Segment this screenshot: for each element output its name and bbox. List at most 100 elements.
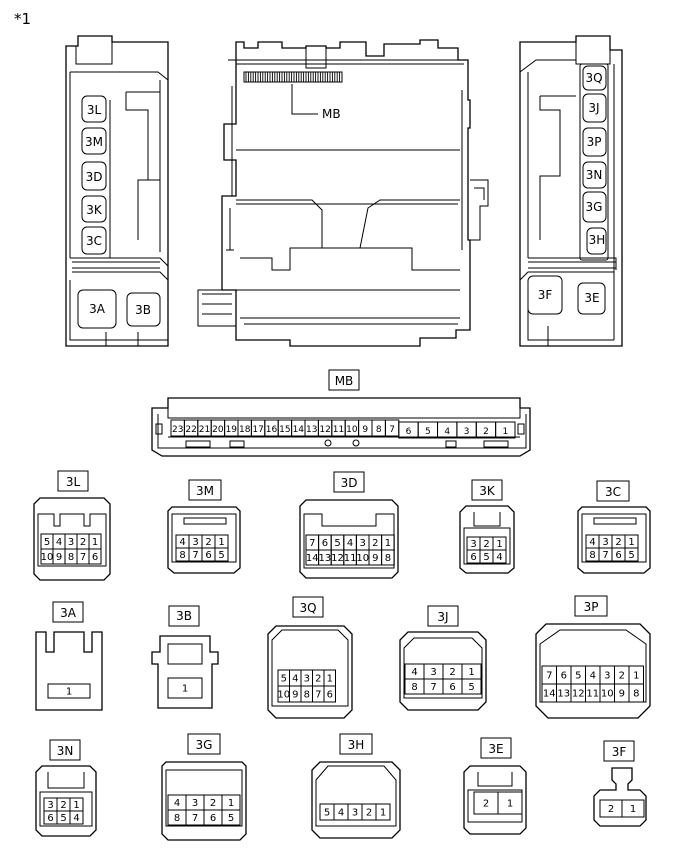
- left-unit-label-3C: 3C: [86, 234, 102, 248]
- pin-number: 3: [360, 538, 366, 549]
- pin-number: 8: [589, 550, 595, 561]
- pin-number: 9: [56, 552, 62, 563]
- pin-number: 10: [356, 553, 369, 564]
- connector-3B: 3B 1: [151, 605, 219, 709]
- pin-number: 1: [380, 808, 386, 819]
- mb-pin-number: 14: [293, 425, 305, 435]
- mb-pin-number: 17: [252, 425, 263, 435]
- right-unit-label-3E: 3E: [584, 291, 599, 305]
- pin-number: 1: [628, 537, 634, 548]
- pin-number: 5: [334, 538, 340, 549]
- pin-number: 1: [507, 799, 513, 810]
- pin-number: 8: [179, 550, 185, 561]
- connector-3A: 3A 1: [35, 601, 103, 711]
- pin-number: 5: [281, 674, 287, 685]
- mb-pin-number: 8: [376, 425, 382, 435]
- pin-number: 2: [366, 808, 372, 819]
- right-unit-label-3J: 3J: [588, 101, 599, 115]
- pin-number: 2: [449, 667, 455, 678]
- pin-number: 14: [543, 689, 556, 700]
- mb-pin-number: 15: [279, 425, 290, 435]
- pin-number: 8: [68, 552, 74, 563]
- right-unit-slot-3H: [586, 227, 607, 255]
- mb-pin-number: 3: [464, 427, 470, 437]
- pin-cell: [214, 547, 229, 562]
- mb-pin-number: 12: [319, 425, 330, 435]
- pin-number: 3: [304, 674, 310, 685]
- pin-number: 12: [331, 553, 344, 564]
- pin-number: 2: [619, 671, 625, 682]
- pin-number: 3: [192, 798, 198, 809]
- pin-number: 5: [575, 671, 581, 682]
- pin-number: 3: [430, 667, 436, 678]
- pin-number: 6: [327, 690, 333, 701]
- right-unit-label-3H: 3H: [589, 233, 606, 247]
- mb-pin-number: 1: [502, 427, 508, 437]
- pin-number: 3: [602, 537, 608, 548]
- pin-number: 1: [630, 804, 636, 815]
- left-unit-label-3A: 3A: [89, 302, 106, 316]
- left-unit-label-3K: 3K: [86, 203, 103, 217]
- mb-pin-number: 13: [306, 425, 317, 435]
- center-unit: MB: [197, 39, 489, 347]
- pin-cell: [381, 549, 395, 566]
- pin-number: 10: [41, 552, 54, 563]
- right-unit-slot-3E: [577, 282, 606, 315]
- right-unit-label-3F: 3F: [538, 288, 553, 302]
- mb-pin-number: 23: [172, 425, 183, 435]
- pin-number: 3: [470, 539, 476, 550]
- pin-number: 6: [47, 813, 53, 824]
- pin-number: 13: [319, 553, 332, 564]
- pin-number: 4: [73, 813, 79, 824]
- pin-number: 6: [561, 671, 567, 682]
- right-unit: 3Q 3J 3P 3N 3G 3H 3F 3E: [519, 35, 623, 347]
- pin-number: 5: [60, 813, 66, 824]
- pin-number: 1: [385, 538, 391, 549]
- connector-3L-label: 3L: [66, 475, 81, 489]
- pin-cell: [323, 685, 336, 703]
- pin-number: 4: [496, 552, 502, 563]
- pin-cell: [221, 809, 241, 826]
- pin-number: 2: [608, 804, 614, 815]
- pin-number: 2: [483, 539, 489, 550]
- connector-3Q-label: 3Q: [299, 601, 316, 615]
- connector-3D-label: 3D: [341, 476, 358, 490]
- mb-pin-number: 20: [212, 425, 224, 435]
- right-unit-label-3N: 3N: [586, 168, 603, 182]
- pin-number: 4: [347, 538, 353, 549]
- pin-number: 8: [304, 690, 310, 701]
- connector-3C-label: 3C: [605, 485, 621, 499]
- pin-number: 2: [210, 798, 216, 809]
- left-unit-slot-3C: [81, 226, 107, 255]
- connector-3E-label: 3E: [488, 742, 503, 756]
- right-unit-label-3P: 3P: [587, 135, 602, 149]
- pin-number: 1: [633, 671, 639, 682]
- pin-number: 2: [205, 537, 211, 548]
- pin-number: 3: [47, 800, 53, 811]
- pin-number: 1: [496, 539, 502, 550]
- pin-cell: [628, 683, 644, 703]
- connector-3K-label: 3K: [479, 484, 496, 498]
- pin-cell: [167, 677, 203, 699]
- pin-number: 14: [306, 553, 319, 564]
- pin-number: 6: [615, 550, 621, 561]
- pin-number: 9: [619, 689, 625, 700]
- mb-pin-number: 6: [406, 427, 412, 437]
- pin-number: 8: [633, 689, 639, 700]
- mb-pin-number: 9: [362, 425, 368, 435]
- pin-number: 11: [586, 689, 599, 700]
- pin-number: 5: [468, 682, 474, 693]
- right-unit-slot-3Q: [582, 65, 607, 91]
- right-unit-slot-3N: [582, 161, 607, 189]
- pin-number: 1: [327, 674, 333, 685]
- left-unit-label-3D: 3D: [86, 170, 103, 184]
- pin-number: 4: [179, 537, 185, 548]
- right-unit-slot-3P: [582, 127, 607, 157]
- left-unit-slot-3A: [77, 289, 117, 329]
- pin-number: 11: [344, 553, 357, 564]
